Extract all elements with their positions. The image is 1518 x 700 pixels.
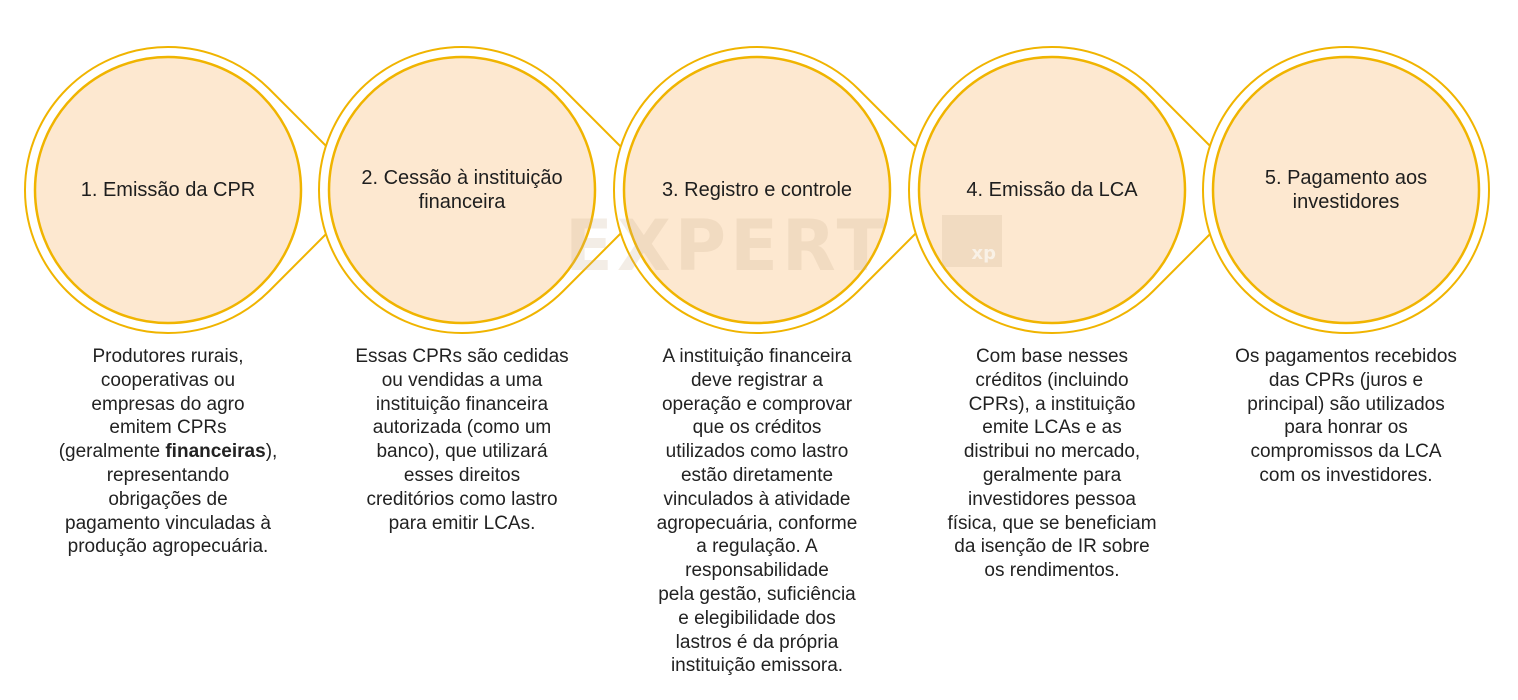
description-line: creditórios como lastro xyxy=(366,488,558,510)
description-line: para emitir LCAs. xyxy=(388,512,536,534)
description-line: vinculados à atividade xyxy=(663,488,851,510)
description-line: cooperativas ou xyxy=(100,369,236,391)
step-3-title: 3. Registro e controle xyxy=(661,179,853,201)
description-line: física, que se beneficiam xyxy=(947,512,1157,534)
description-line: produção agropecuária. xyxy=(67,536,269,558)
description-line: a regulação. A xyxy=(696,536,818,558)
description-line: das CPRs (juros e xyxy=(1268,369,1424,391)
description-line: geralmente para xyxy=(982,464,1122,486)
bold-term: financeiras xyxy=(165,441,266,463)
description-line: Os pagamentos recebidos xyxy=(1235,346,1457,367)
step-1-title: 1. Emissão da CPR xyxy=(80,179,256,201)
description-line: instituição emissora. xyxy=(670,655,844,677)
description-line: obrigações de xyxy=(108,488,228,510)
description-line: emite LCAs e as xyxy=(982,417,1122,439)
description-line: deve registrar a xyxy=(690,369,823,391)
step-2-title: 2. Cessão à instituição financeira xyxy=(361,167,563,213)
description-line: A instituição financeira xyxy=(662,346,852,367)
description-line: Produtores rurais, xyxy=(92,346,244,367)
description-line: que os créditos xyxy=(692,417,822,439)
step-5-title: 5. Pagamento aos investidores xyxy=(1264,167,1428,213)
description-line: investidores pessoa xyxy=(968,488,1136,510)
description-line: os rendimentos. xyxy=(984,560,1120,582)
description-line: Com base nesses xyxy=(975,346,1129,367)
description-line: pela gestão, suficiência xyxy=(658,583,856,605)
description-line: créditos (incluindo xyxy=(975,369,1129,391)
description-line: representando xyxy=(106,464,230,486)
watermark-badge: xp xyxy=(942,215,1002,267)
description-line: agropecuária, conforme xyxy=(656,512,858,534)
description-line: (geralmente financeiras), xyxy=(58,441,278,463)
description-line: empresas do agro xyxy=(91,393,245,415)
description-line: Essas CPRs são cedidas xyxy=(355,346,569,367)
description-line: principal) são utilizados xyxy=(1247,393,1445,415)
description-line: utilizados como lastro xyxy=(665,441,849,463)
description-line: emitem CPRs xyxy=(109,417,227,439)
description-line: operação e comprovar xyxy=(661,393,853,415)
description-line: com os investidores. xyxy=(1259,464,1433,486)
step-4-shape xyxy=(908,46,1256,334)
description-line: esses direitos xyxy=(403,464,521,486)
step-5-shape xyxy=(1201,46,1491,334)
description-line: CPRs), a instituição xyxy=(968,393,1136,415)
description-line: responsabilidade xyxy=(685,560,829,582)
step-1-shape xyxy=(24,46,372,334)
description-line: da isenção de IR sobre xyxy=(954,536,1150,558)
step-3-shape xyxy=(613,46,961,334)
step-circle xyxy=(622,55,892,325)
description-line: instituição financeira xyxy=(375,393,549,415)
description-line: para honrar os xyxy=(1284,417,1408,439)
description-line: ou vendidas a uma xyxy=(381,369,543,391)
description-line: pagamento vinculadas à xyxy=(65,512,271,534)
step-circle xyxy=(327,55,597,325)
step-2-shape xyxy=(318,46,666,334)
step-4-title: 4. Emissão da LCA xyxy=(966,179,1138,201)
step-circle xyxy=(917,55,1187,325)
description-line: estão diretamente xyxy=(680,464,834,486)
description-line: banco), que utilizará xyxy=(376,441,548,463)
description-line: distribui no mercado, xyxy=(963,441,1141,463)
description-line: lastros é da própria xyxy=(675,631,839,653)
watermark-logo: EXPERT xyxy=(565,205,889,287)
description-line: autorizada (como um xyxy=(372,417,552,439)
description-line: compromissos da LCA xyxy=(1250,441,1442,463)
step-circle xyxy=(33,55,303,325)
step-circle xyxy=(1211,55,1481,325)
description-line: e elegibilidade dos xyxy=(678,607,836,629)
